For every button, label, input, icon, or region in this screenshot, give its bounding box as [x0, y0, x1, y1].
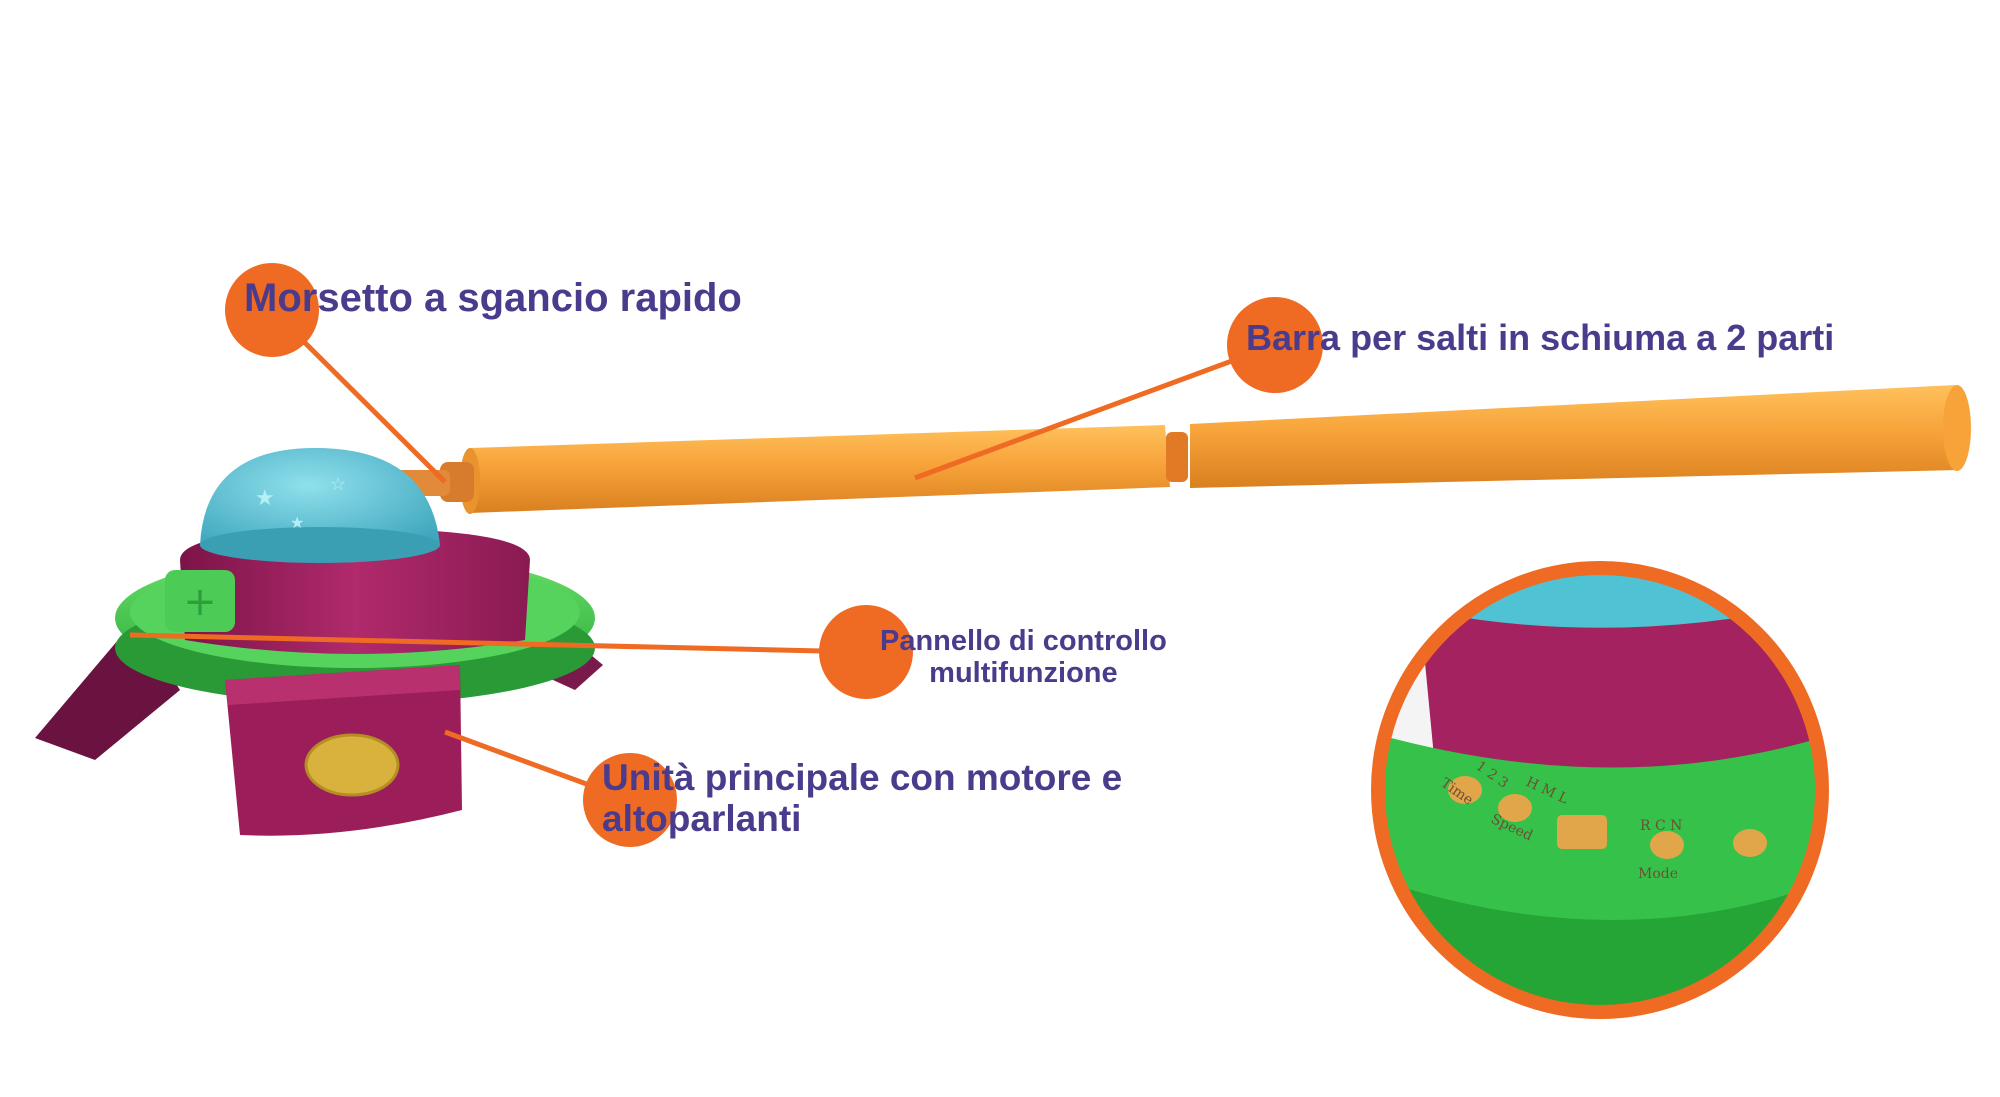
center-button [1557, 815, 1607, 849]
speed-button [1498, 794, 1532, 822]
mode-label: Mode [1638, 866, 1678, 882]
extra-button [1733, 829, 1767, 857]
callout-dot-clamp [225, 263, 319, 357]
callout-dot-unit [583, 753, 677, 847]
zoom-ring [1371, 561, 1829, 1019]
svg-text:★: ★ [290, 513, 304, 532]
callout-label-panel-line2: multifunzione [929, 657, 1118, 690]
callout-label-panel: Pannello di controllo multifunzione [880, 625, 1167, 690]
foam-bar-segment-2 [1190, 385, 1960, 488]
foam-jump-bar [360, 385, 1971, 514]
svg-text:+: + [183, 579, 217, 625]
foam-bar-segment-1 [470, 425, 1170, 513]
svg-text:☆: ☆ [330, 474, 346, 495]
leader-line-panel [129, 632, 867, 655]
star-dome [200, 448, 440, 555]
mode-values: R C N [1640, 818, 1682, 834]
speaker-badge [304, 733, 400, 797]
mode-button [1650, 831, 1684, 859]
svg-text:★: ★ [255, 486, 275, 511]
zoom-panel [1371, 561, 1829, 1019]
callout-label-clamp: Morsetto a sgancio rapido [244, 276, 742, 320]
callout-label-unit-line2: altoparlanti [602, 798, 802, 840]
callout-label-bar: Barra per salti in schiuma a 2 parti [1246, 317, 1835, 358]
main-unit: + ★ ☆ ★ [35, 448, 603, 836]
callout-dot-bar [1227, 297, 1323, 393]
callout-dots [225, 263, 1323, 847]
bar-connector [1166, 432, 1188, 482]
callout-label-panel-line1: Pannello di controllo [880, 625, 1167, 657]
callout-label-unit: Unità principale con motore e altoparlan… [602, 757, 1122, 840]
leader-line-bar [914, 342, 1276, 481]
time-button [1448, 776, 1482, 804]
callout-label-unit-line1: Unità principale con motore e [602, 757, 1123, 798]
callout-dot-panel [819, 605, 913, 699]
